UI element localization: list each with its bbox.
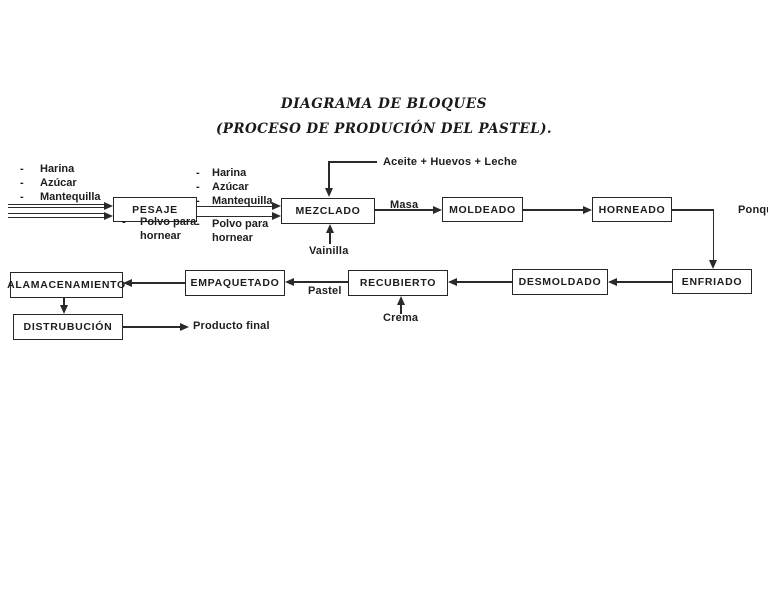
dash-bullet: - <box>122 216 126 228</box>
ingredient-harina: Harina <box>40 163 75 175</box>
ingredient-azucar: Azúcar <box>40 177 77 190</box>
ingredient-polvo-line2: hornear <box>140 230 181 243</box>
input-list-raw: - Harina - Azúcar - Mantequilla <box>20 162 101 205</box>
connector-raw-to-pesaje-2-arrowhead <box>104 212 113 221</box>
connector-aceite-vertical-line <box>328 161 330 190</box>
connector-raw-to-pesaje-2-line <box>8 213 105 218</box>
connector-crema-line <box>400 304 402 314</box>
dash-bullet: - <box>20 191 24 204</box>
stream-label-ponque: Ponqu <box>738 204 768 216</box>
connector-desmoldado-to-recubierto-arrowhead <box>448 278 457 286</box>
connector-aceite-horizontal-line <box>328 161 378 163</box>
connector-enfriado-to-desmoldado-arrowhead <box>608 278 617 286</box>
block-horneado: HORNEADO <box>592 197 672 222</box>
connector-vainilla-line <box>329 232 331 244</box>
stream-label-crema: Crema <box>383 312 419 324</box>
connector-desmoldado-to-recubierto-line <box>456 281 512 283</box>
connector-empaquetado-to-almacenamiento-arrowhead <box>123 279 132 287</box>
connector-mezclado-to-moldeado-arrowhead <box>433 206 442 214</box>
ingredient-polvo-line1: Polvo para <box>140 216 197 228</box>
connector-moldeado-to-horneado-line <box>523 209 584 211</box>
connector-vainilla-arrowhead <box>326 224 334 233</box>
connector-horneado-to-enfriado-vertical-line <box>712 209 714 262</box>
connector-raw-to-pesaje-1-arrowhead <box>104 202 113 211</box>
connector-pesaje-to-mezclado-2-arrowhead <box>272 212 281 221</box>
ingredient-mantequilla: Mantequilla <box>40 191 101 204</box>
connector-recubierto-to-empaquetado-line <box>293 281 348 283</box>
list-item: - Mantequilla <box>196 194 273 208</box>
ingredient-mantequilla: Mantequilla <box>212 195 273 208</box>
input-list-raw-item-polvo: - Polvo para hornear <box>122 215 196 244</box>
connector-distribucion-to-producto-final-line <box>123 326 180 328</box>
connector-pesaje-to-mezclado-1-arrowhead <box>272 202 281 211</box>
connector-recubierto-to-empaquetado-arrowhead <box>285 278 294 286</box>
list-item: - Azúcar <box>196 180 273 194</box>
diagram-title: DIAGRAMA DE BLOQUES <box>280 96 488 112</box>
dash-bullet: - <box>20 163 24 175</box>
dash-bullet: - <box>196 217 200 230</box>
block-desmoldado: DESMOLDADO <box>512 269 608 295</box>
ingredient-polvo-line1: Polvo para <box>212 217 269 230</box>
connector-horneado-to-enfriado-arrowhead <box>709 260 717 269</box>
ingredient-polvo-line2: hornear <box>212 232 253 245</box>
list-item: - Harina <box>196 166 273 180</box>
connector-almacenamiento-to-distribucion-line <box>63 298 65 307</box>
list-item: - Harina <box>20 162 101 176</box>
block-distribucion: DISTRUBUCIÓN <box>13 314 123 340</box>
connector-aceite-arrowhead <box>325 188 333 197</box>
connector-empaquetado-to-almacenamiento-line <box>131 282 185 284</box>
block-enfriado: ENFRIADO <box>672 269 752 294</box>
connector-pesaje-to-mezclado-2-line <box>197 215 273 218</box>
connector-distribucion-to-producto-final-arrowhead <box>180 323 189 331</box>
stream-label-producto-final: Producto final <box>193 320 270 332</box>
list-item: - Polvo para hornear <box>196 217 273 246</box>
block-pesaje: PESAJE <box>113 197 197 222</box>
ingredient-harina: Harina <box>212 167 247 179</box>
connector-raw-to-pesaje-1-line <box>8 203 105 209</box>
connector-horneado-to-enfriado-horizontal-line <box>672 209 714 211</box>
connector-mezclado-to-moldeado-line <box>375 209 434 211</box>
block-empaquetado: EMPAQUETADO <box>185 270 285 296</box>
stream-label-aceite-huevos-leche: Aceite + Huevos + Leche <box>383 156 518 168</box>
input-list-weighed: - Harina - Azúcar - Mantequilla - Polvo … <box>196 166 273 245</box>
stream-label-vainilla: Vainilla <box>309 245 349 257</box>
list-item: - Azúcar <box>20 176 101 190</box>
connector-enfriado-to-desmoldado-line <box>616 281 672 283</box>
connector-moldeado-to-horneado-arrowhead <box>583 206 592 214</box>
ingredient-polvo-para-hornear: Polvo para hornear <box>212 217 268 246</box>
block-moldeado: MOLDEADO <box>442 197 523 222</box>
dash-bullet: - <box>196 181 200 194</box>
ingredient-polvo-para-hornear: Polvo para hornear <box>140 215 196 244</box>
block-almacenamiento: ALAMACENAMIENTO <box>7 272 125 298</box>
dash-bullet: - <box>20 177 24 190</box>
connector-pesaje-to-mezclado-1-line <box>197 205 273 208</box>
block-mezclado: MEZCLADO <box>281 198 375 224</box>
connector-almacenamiento-to-distribucion-arrowhead <box>60 305 68 314</box>
diagram-subtitle: (PROCESO DE PRODUCIÓN DEL PASTEL). <box>215 121 553 137</box>
block-recubierto: RECUBIERTO <box>348 270 448 296</box>
dash-bullet: - <box>196 167 200 179</box>
list-item: - Mantequilla <box>20 190 101 204</box>
dash-bullet: - <box>196 195 200 208</box>
ingredient-azucar: Azúcar <box>212 181 249 194</box>
connector-crema-arrowhead <box>397 296 405 305</box>
stream-label-pastel: Pastel <box>308 285 342 297</box>
stream-label-masa: Masa <box>390 199 419 211</box>
